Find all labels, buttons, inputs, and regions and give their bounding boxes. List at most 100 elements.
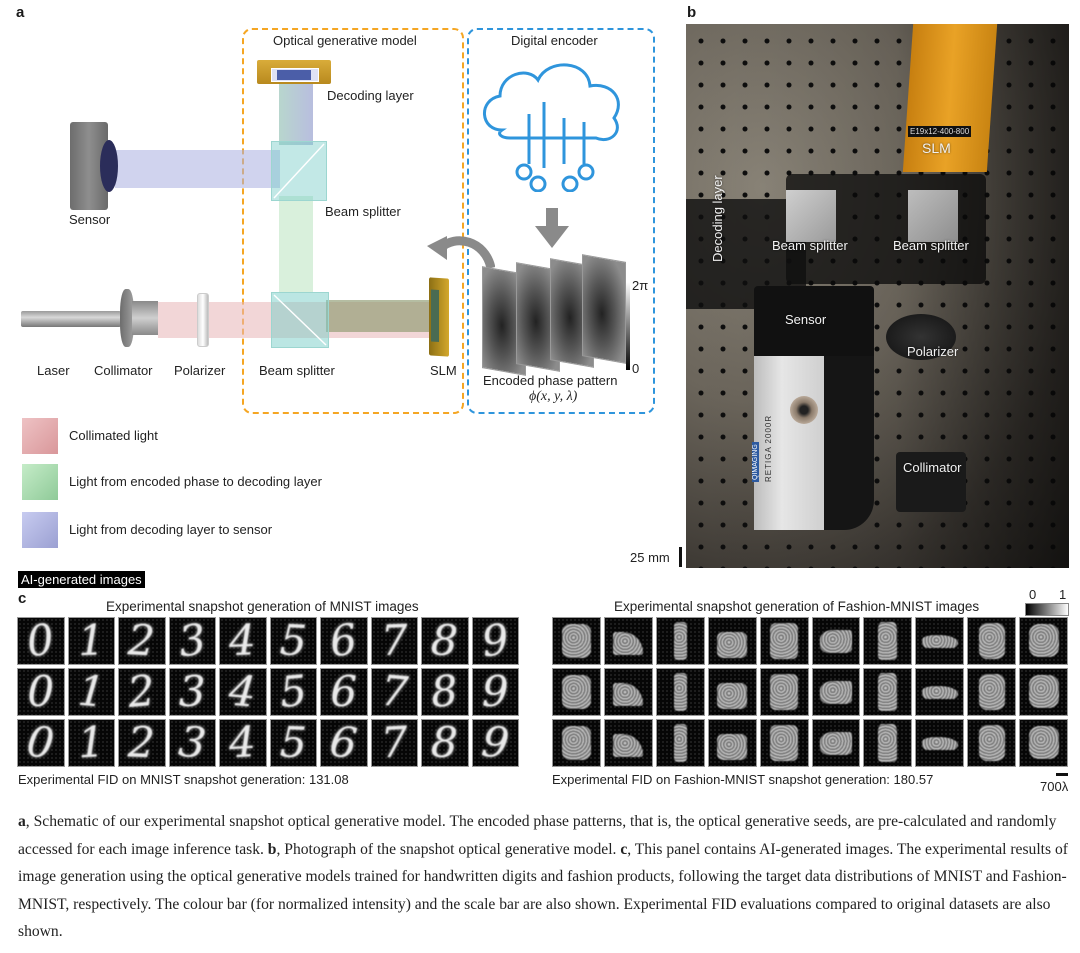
phase-colorbar (626, 282, 630, 370)
collimator-label: Collimator (94, 363, 153, 378)
caption-letter-a: a (18, 813, 26, 830)
panel-b-letter: b (687, 4, 697, 21)
photo-label-beam-splitter-right: Beam splitter (893, 238, 969, 253)
fashion-item-sandal (820, 629, 852, 653)
caption-text-c: , This panel contains AI-generated image… (18, 840, 1068, 941)
mnist-tile: 3 (168, 617, 216, 665)
legend-label: Collimated light (69, 428, 158, 443)
down-arrow-icon (535, 208, 569, 248)
camera-body: QIMAGING RETIGA 2000R (752, 286, 874, 530)
decoding-layer-label: Decoding layer (327, 88, 414, 103)
mnist-tile: 2 (118, 617, 166, 665)
mnist-tile: 2 (118, 719, 166, 767)
fashion-item-trouser (673, 672, 687, 712)
caption-letter-c: c (620, 840, 628, 858)
fashion-item-t-shirt (1028, 725, 1059, 759)
fashion-tile-shirt (967, 668, 1017, 716)
fashion-tile-sneaker (915, 668, 965, 716)
fashion-tile-dress (863, 617, 913, 665)
mnist-digit: 1 (76, 719, 106, 767)
mnist-tile: 6 (320, 617, 368, 665)
mnist-digit: 3 (176, 719, 209, 767)
encoded-phase-pattern-label: Encoded phase pattern (483, 373, 618, 388)
mnist-digit: 8 (430, 719, 459, 767)
mnist-digit: 4 (228, 617, 257, 665)
fashion-tile-pullover (552, 668, 601, 716)
mnist-digit: 9 (481, 668, 509, 716)
fashion-item-sneaker (921, 635, 958, 649)
fashion-tile-bag (707, 617, 757, 665)
fashion-item-bag (717, 733, 748, 760)
fashion-tile-sneaker (915, 719, 965, 767)
digital-encoder-title: Digital encoder (511, 33, 598, 48)
fashion-item-pullover (562, 623, 591, 659)
beam-decoding-layer-vertical (279, 75, 313, 145)
fashion-image-grid (552, 617, 1068, 767)
mnist-tile: 7 (370, 617, 418, 665)
fashion-item-coat (769, 673, 799, 711)
fashion-title: Experimental snapshot generation of Fash… (614, 599, 980, 614)
mnist-digit: 8 (430, 617, 460, 665)
fashion-item-coat (769, 724, 799, 762)
fashion-tile-shirt (967, 617, 1017, 665)
mnist-tile: 9 (471, 668, 519, 716)
mnist-tile: 3 (168, 719, 216, 767)
legend-swatch-collimated (22, 418, 58, 454)
mnist-tile: 1 (67, 668, 115, 716)
photo-scale-bar-label: 25 mm (630, 550, 670, 565)
fashion-item-ankle-boot (613, 631, 644, 655)
beam-slm-return (326, 300, 431, 332)
fashion-tile-dress (863, 668, 913, 716)
mnist-digit: 2 (127, 719, 156, 767)
mnist-tile: 5 (269, 719, 317, 767)
setup-photograph: E19x12-400-800 QIMAGING RETIGA 2000R SLM… (686, 24, 1069, 568)
fashion-item-shirt (978, 622, 1005, 660)
beam-splitter-bottom-label: Beam splitter (259, 363, 335, 378)
laser-label: Laser (37, 363, 70, 378)
mnist-tile: 6 (320, 719, 368, 767)
intensity-colorbar (1025, 603, 1069, 616)
mnist-digit: 9 (479, 719, 512, 767)
mnist-tile: 3 (168, 668, 216, 716)
sensor-label: Sensor (69, 212, 111, 227)
fashion-tile-pullover (552, 719, 601, 767)
optical-generative-model-box (242, 28, 464, 414)
fashion-item-trouser (673, 621, 687, 661)
fashion-item-sneaker (921, 737, 958, 751)
mnist-digit: 2 (127, 617, 157, 665)
colorbar-min: 0 (1029, 587, 1037, 602)
fashion-tile-sneaker (915, 617, 965, 665)
mnist-tile: 4 (219, 668, 267, 716)
mnist-tile: 9 (471, 719, 519, 767)
mnist-digit: 4 (227, 668, 259, 716)
photo-label-collimator: Collimator (903, 460, 962, 475)
mnist-tile: 0 (17, 668, 65, 716)
beam-splitter-top-label: Beam splitter (325, 204, 401, 219)
fashion-tile-sandal (811, 719, 861, 767)
ai-generated-badge: AI-generated images (18, 571, 145, 588)
beam-encoded-vertical (279, 196, 313, 292)
polarizer-label: Polarizer (174, 363, 226, 378)
fashion-tile-trouser (655, 719, 705, 767)
optical-generative-model-title: Optical generative model (273, 33, 417, 48)
beam-decoding-to-sensor (115, 150, 280, 188)
mnist-digit: 3 (175, 617, 209, 665)
image-scale-bar-label: 700λ (1040, 779, 1069, 794)
fashion-tile-sandal (811, 617, 861, 665)
mnist-digit: 3 (178, 668, 206, 716)
sensor-device (70, 122, 118, 210)
legend-item: Collimated light (22, 418, 402, 454)
phase-scale-min: 0 (632, 361, 640, 376)
legend-label: Light from decoding layer to sensor (69, 522, 273, 537)
photo-label-sensor: Sensor (785, 312, 827, 327)
fashion-item-bag (717, 682, 748, 709)
beam-splitter-top-cube (271, 141, 327, 201)
phase-scale-max: 2π (632, 278, 649, 293)
fashion-tile-shirt (967, 719, 1017, 767)
fashion-fid-text: Experimental FID on Fashion-MNIST snapsh… (552, 772, 934, 787)
fashion-tile-t-shirt (1019, 668, 1068, 716)
mnist-digit: 7 (380, 617, 409, 665)
polarizer-device (197, 293, 209, 347)
curved-arrow-icon (427, 236, 495, 270)
